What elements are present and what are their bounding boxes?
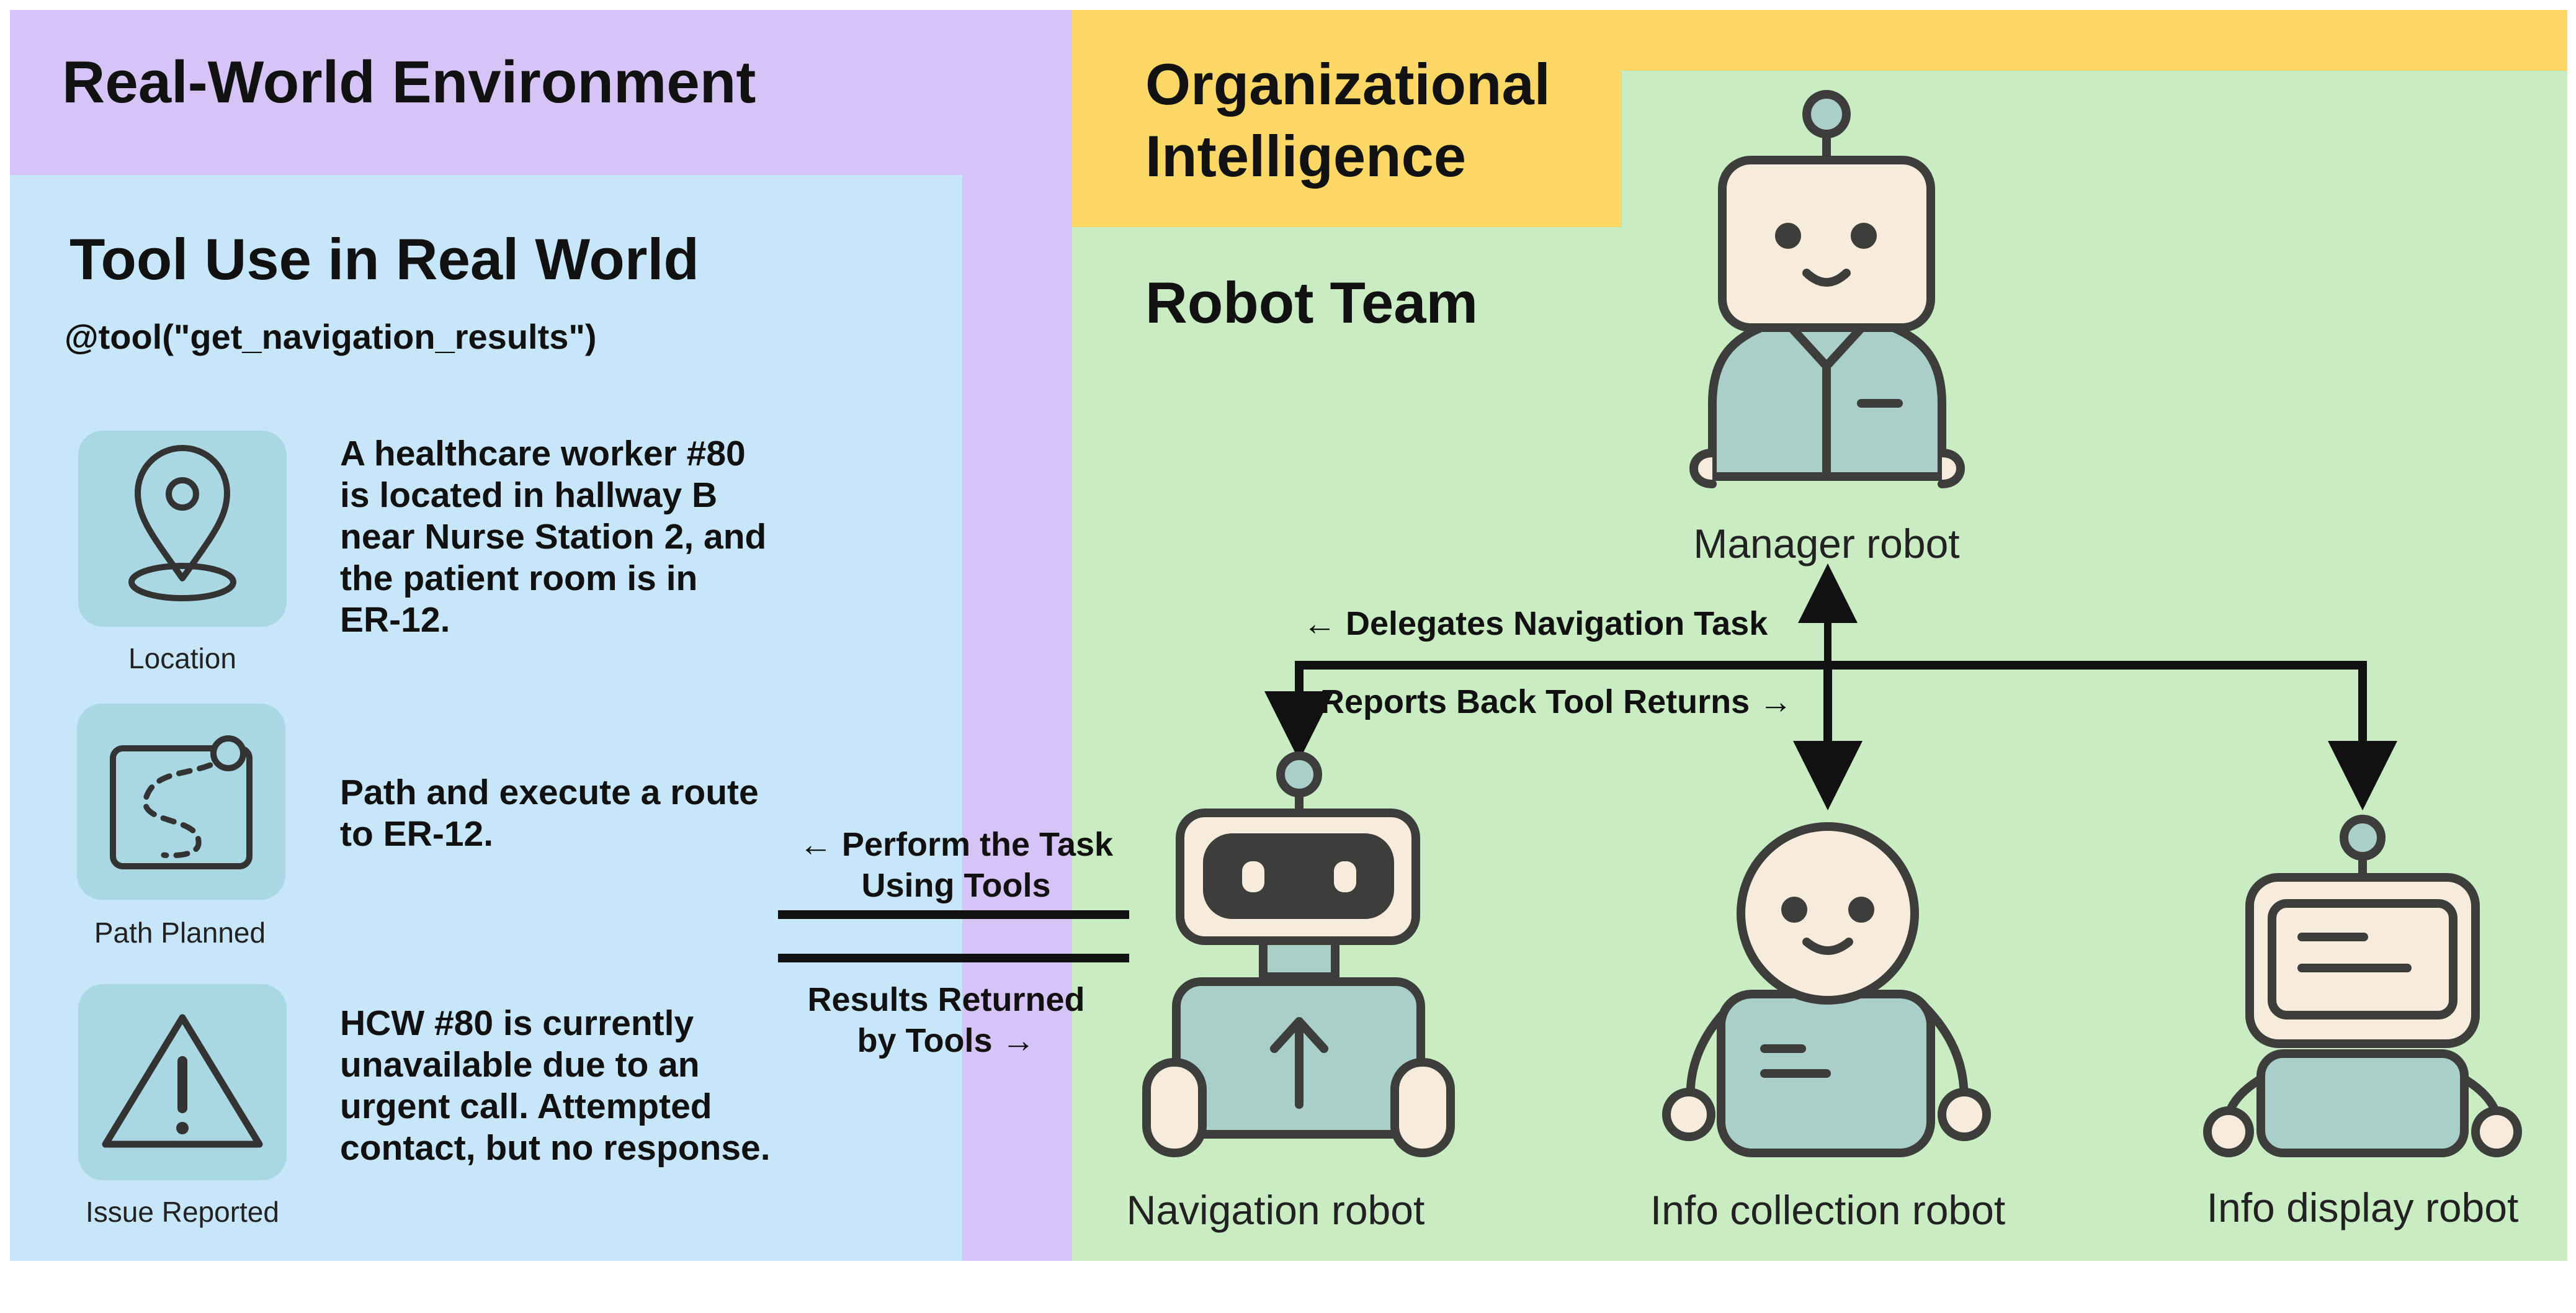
warning-triangle-icon bbox=[102, 1014, 263, 1148]
tool-call-text: @tool("get_navigation_results") bbox=[65, 317, 597, 356]
path-icon-box bbox=[77, 704, 285, 900]
real-world-title: Real-World Environment bbox=[62, 49, 756, 115]
results-returned-label: Results Returned by Tools → bbox=[807, 981, 1085, 1059]
issue-text: HCW #80 is currently unavailable due to … bbox=[340, 1003, 771, 1168]
path-text: Path and execute a route to ER-12. bbox=[340, 773, 759, 854]
location-text: A healthcare worker #80 is located in ha… bbox=[340, 434, 767, 640]
location-label: Location bbox=[128, 642, 236, 674]
robot-team-title: Robot Team bbox=[1145, 270, 1478, 335]
perform-task-label: ← Perform the Task Using Tools bbox=[798, 826, 1114, 904]
issue-reported-label: Issue Reported bbox=[86, 1196, 279, 1228]
tool-use-title: Tool Use in Real World bbox=[69, 226, 699, 292]
info-collection-robot-label: Info collection robot bbox=[1650, 1187, 2006, 1233]
location-pin-icon bbox=[128, 445, 236, 601]
organizational-title: Organizational Intelligence bbox=[1145, 52, 1550, 189]
delegates-label: ← Delegates Navigation Task bbox=[1303, 605, 1768, 642]
path-planned-label: Path Planned bbox=[94, 916, 266, 949]
map-route-icon bbox=[110, 735, 253, 869]
navigation-robot-label: Navigation robot bbox=[1126, 1187, 1425, 1233]
location-icon-box bbox=[78, 431, 287, 627]
info-display-robot-label: Info display robot bbox=[2206, 1185, 2519, 1230]
reports-back-label: Reports Back Tool Returns → bbox=[1320, 683, 1793, 720]
manager-robot-label: Manager robot bbox=[1693, 521, 1960, 567]
organizational-header-panel bbox=[1072, 10, 1622, 227]
organizational-header-strip bbox=[1622, 10, 2567, 71]
issue-icon-box bbox=[78, 984, 287, 1180]
